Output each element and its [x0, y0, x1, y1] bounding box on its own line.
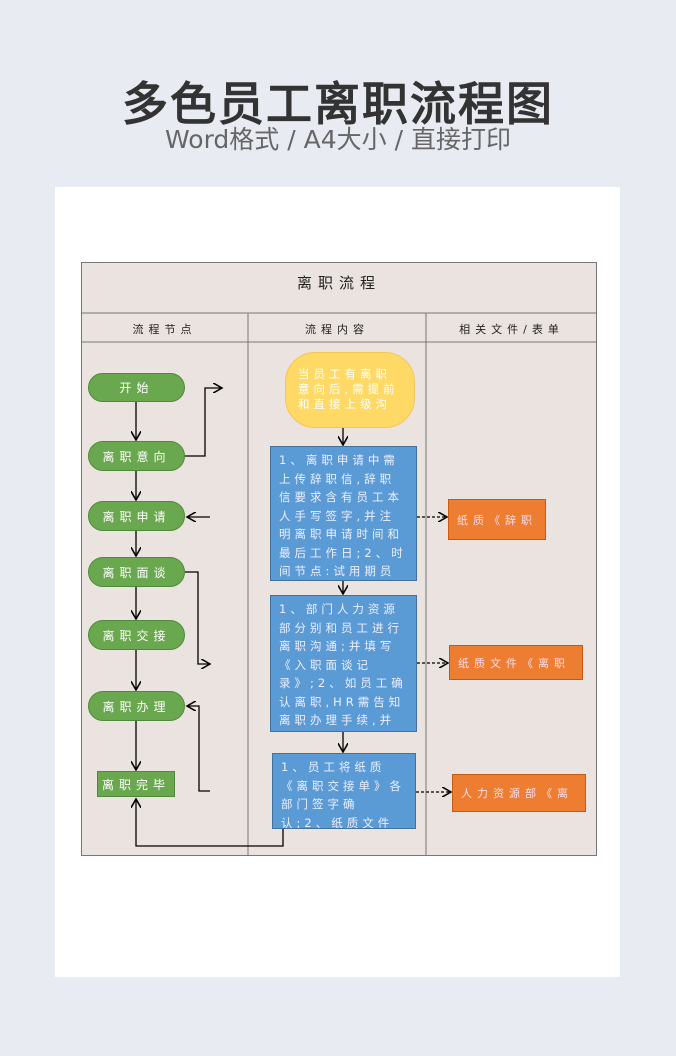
node-handover: 离职交接	[88, 620, 185, 650]
column-header-documents: 相关文件/表单	[459, 323, 564, 336]
table-title: 离职流程	[296, 274, 381, 292]
intro-box: 当员工有离职意向后,需提前和直接上级沟	[285, 352, 415, 428]
content-box-handover: 1、员工将纸质《离职交接单》各部门签字确认;2、纸质文件可在	[272, 753, 416, 829]
node-apply: 离职申请	[88, 501, 185, 531]
column-header-nodes: 流程节点	[132, 323, 197, 336]
page-title: 多色员工离职流程图	[122, 77, 554, 131]
node-interview: 离职面谈	[88, 557, 185, 587]
document-resignation: 纸质《辞职	[448, 499, 546, 540]
document-interview: 纸质文件《离职	[449, 645, 583, 680]
node-start: 开始	[88, 373, 185, 402]
node-intent: 离职意向	[88, 441, 185, 471]
column-header-content: 流程内容	[305, 323, 369, 336]
content-box-apply: 1、离职申请中需上传辞职信,辞职信要求含有员工本人手写签字,并注明离职申请时间和…	[270, 446, 417, 581]
node-end: 离职完毕	[97, 771, 175, 797]
document-hr: 人力资源部《离	[452, 774, 586, 812]
node-process: 离职办理	[88, 691, 185, 721]
content-box-interview: 1、部门人力资源部分别和员工进行离职沟通;并填写《入职面谈记录》;2、如员工确认…	[270, 595, 417, 732]
page-subtitle: Word格式 / A4大小 / 直接打印	[165, 125, 511, 154]
